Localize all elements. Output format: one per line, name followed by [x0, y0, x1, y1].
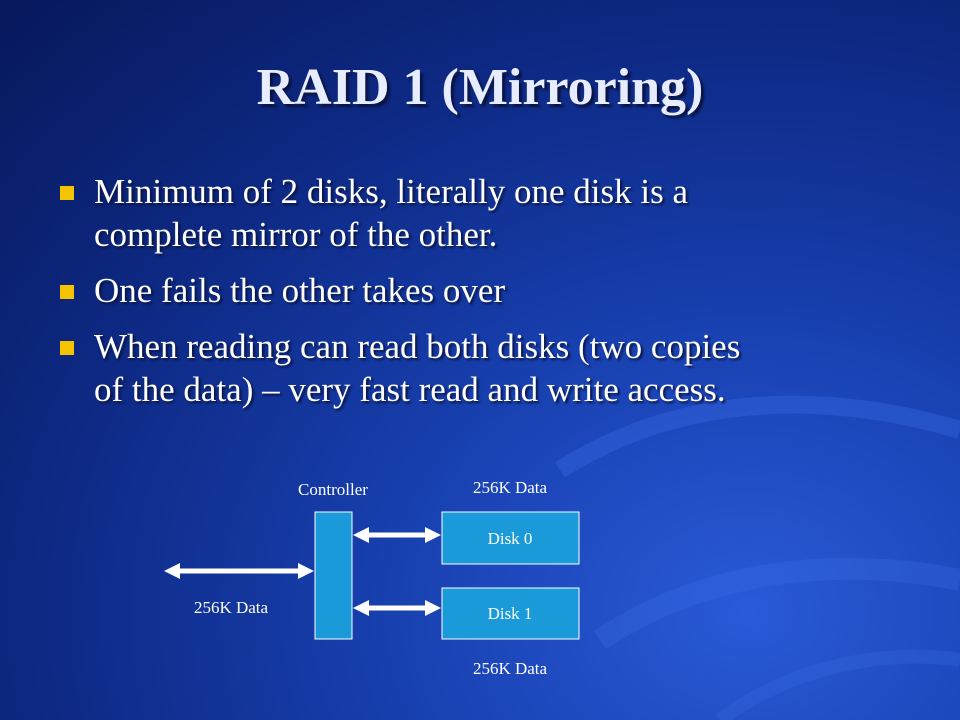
disk0-label: Disk 0 [488, 529, 533, 548]
bullet-list: Minimum of 2 disks, literally one disk i… [60, 170, 900, 424]
square-bullet-icon [60, 341, 74, 355]
slide-title: RAID 1 (Mirroring) [256, 59, 704, 116]
disk0-box [441, 511, 580, 565]
bullet-line: When reading can read both disks (two co… [94, 327, 741, 366]
bullet-line: One fails the other takes over [94, 271, 506, 310]
bullet-item: When reading can read both disks (two co… [60, 325, 900, 411]
square-bullet-icon [60, 186, 74, 200]
controller-box [314, 511, 353, 640]
square-bullet-icon [60, 285, 74, 299]
bullet-item: One fails the other takes over [60, 269, 900, 312]
disk1-data-label: 256K Data [473, 659, 548, 678]
bullet-line: Minimum of 2 disks, literally one disk i… [94, 172, 688, 211]
bullet-line: complete mirror of the other. [94, 215, 498, 254]
bullet-item: Minimum of 2 disks, literally one disk i… [60, 170, 900, 256]
disk0-data-label: 256K Data [473, 478, 548, 497]
controller-label: Controller [298, 480, 368, 499]
disk1-label: Disk 1 [488, 604, 533, 623]
host-data-label: 256K Data [194, 598, 269, 617]
bullet-line: of the data) – very fast read and write … [94, 370, 726, 409]
disk1-box [441, 587, 580, 640]
